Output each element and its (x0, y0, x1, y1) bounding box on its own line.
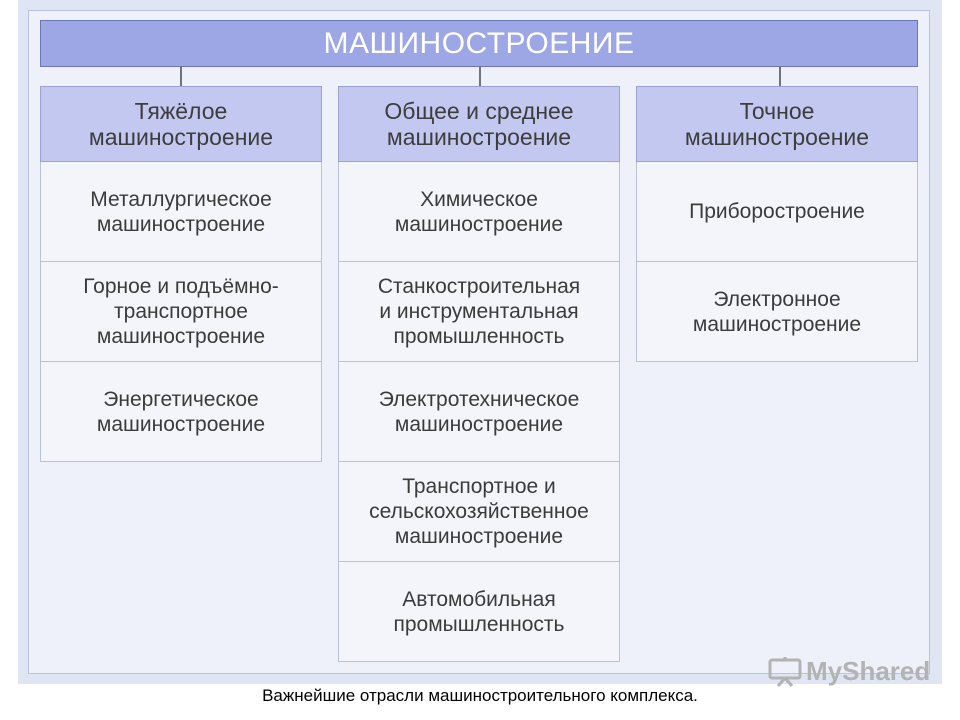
column-general: Общее и среднее машиностроение Химическо… (338, 86, 620, 662)
column-heavy: Тяжёлое машиностроение Металлургическое … (40, 86, 322, 462)
root-node: МАШИНОСТРОЕНИЕ (40, 20, 918, 67)
branch-item: Электронное машиностроение (636, 262, 918, 362)
branch-item: Электротехническое машиностроение (338, 362, 620, 462)
branch-item: Энергетическое машиностроение (40, 362, 322, 462)
watermark-text: MyShared (806, 656, 931, 686)
branch-item: Транспортное и сельскохозяйственное маши… (338, 462, 620, 562)
branch-item: Химическое машиностроение (338, 162, 620, 262)
column-precision: Точное машиностроение Приборостроение Эл… (636, 86, 918, 362)
connector-left (180, 67, 182, 86)
connector-right (779, 67, 781, 86)
connector-middle (479, 67, 481, 86)
branch-item: Станкостроительная и инструментальная пр… (338, 262, 620, 362)
column-header: Тяжёлое машиностроение (40, 86, 322, 162)
branch-item: Металлургическое машиностроение (40, 162, 322, 262)
branch-item: Горное и подъёмно- транспортное машиност… (40, 262, 322, 362)
branch-item: Автомобильная промышленность (338, 562, 620, 662)
watermark-logo: MyShared (768, 656, 930, 687)
column-header: Общее и среднее машиностроение (338, 86, 620, 162)
presentation-board-icon (768, 656, 802, 687)
figure-caption: Важнейшие отрасли машиностроительного ко… (262, 686, 698, 705)
column-header: Точное машиностроение (636, 86, 918, 162)
branch-item: Приборостроение (636, 162, 918, 262)
